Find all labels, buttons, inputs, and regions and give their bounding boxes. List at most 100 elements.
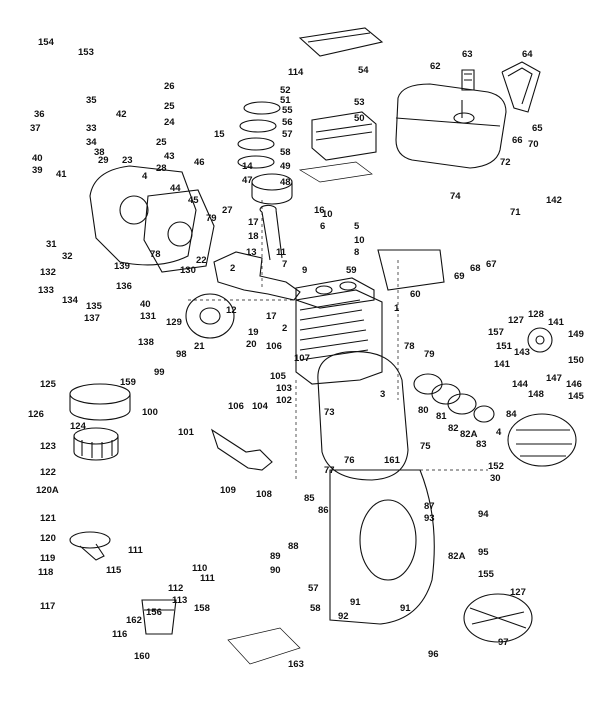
part-number-p69: 69 xyxy=(454,271,465,282)
part-number-p16: 16 xyxy=(314,205,325,216)
air-cleaner-cover-drawing xyxy=(70,384,130,420)
part-number-p130: 130 xyxy=(180,265,196,276)
part-number-p82: 82 xyxy=(448,423,459,434)
part-number-p155: 155 xyxy=(478,569,494,580)
part-number-p59: 59 xyxy=(346,265,357,276)
intake-elbow-drawing xyxy=(212,430,272,470)
part-number-p118: 118 xyxy=(38,567,54,578)
part-number-p157: 157 xyxy=(488,327,504,338)
part-number-p121: 121 xyxy=(40,513,56,524)
part-number-p36: 36 xyxy=(34,109,45,120)
part-number-p105: 105 xyxy=(270,371,286,382)
part-number-p111b: 111 xyxy=(200,573,215,584)
part-number-p122: 122 xyxy=(40,467,56,478)
part-number-p119: 119 xyxy=(40,553,56,564)
part-number-p135: 135 xyxy=(86,301,102,312)
part-number-p129: 129 xyxy=(166,317,182,328)
part-number-p120A: 120A xyxy=(36,485,59,496)
part-number-p51: 51 xyxy=(280,95,291,106)
part-number-p49: 49 xyxy=(280,161,291,172)
part-number-p17b: 17 xyxy=(266,311,277,322)
part-number-p34: 34 xyxy=(86,137,97,148)
part-number-p71: 71 xyxy=(510,207,521,218)
part-number-p156: 156 xyxy=(146,607,162,618)
part-number-p73: 73 xyxy=(324,407,335,418)
part-number-p134: 134 xyxy=(62,295,78,306)
part-number-p38: 38 xyxy=(94,147,105,158)
part-number-p2b: 2 xyxy=(282,323,288,334)
part-number-p1: 1 xyxy=(394,303,400,314)
part-number-p31: 31 xyxy=(46,239,57,250)
part-number-p87: 87 xyxy=(424,501,435,512)
part-number-p86: 86 xyxy=(318,505,329,516)
part-number-p64: 64 xyxy=(522,49,533,60)
part-number-p17a: 17 xyxy=(248,217,259,228)
part-number-p149: 149 xyxy=(568,329,584,340)
part-number-p40b: 40 xyxy=(140,299,151,310)
part-number-p68: 68 xyxy=(470,263,481,274)
part-number-p54: 54 xyxy=(358,65,369,76)
part-number-p43: 43 xyxy=(164,151,175,162)
part-number-p79: 79 xyxy=(206,213,217,224)
part-number-p21: 21 xyxy=(194,341,205,352)
part-number-p62: 62 xyxy=(430,61,441,72)
part-number-p132: 132 xyxy=(40,267,56,278)
part-number-p133: 133 xyxy=(38,285,54,296)
part-number-p97: 97 xyxy=(498,637,509,648)
part-number-p6: 6 xyxy=(320,221,326,232)
part-number-p8: 8 xyxy=(354,247,360,258)
part-number-p57: 57 xyxy=(282,129,293,140)
part-number-p29: 29 xyxy=(98,155,109,166)
part-number-p142: 142 xyxy=(546,195,562,206)
cylinder-block-drawing xyxy=(296,290,382,384)
part-number-p80: 80 xyxy=(418,405,429,416)
part-number-p141b: 141 xyxy=(494,359,510,370)
part-number-p98: 98 xyxy=(176,349,187,360)
part-number-p138: 138 xyxy=(138,337,154,348)
part-number-p110: 110 xyxy=(192,563,208,574)
part-number-p45: 45 xyxy=(188,195,199,206)
part-number-p144: 144 xyxy=(512,379,528,390)
part-number-p35: 35 xyxy=(86,95,97,106)
part-number-p77: 77 xyxy=(324,465,335,476)
fuel-bowl-drawing xyxy=(142,600,176,634)
part-number-p46: 46 xyxy=(194,157,205,168)
part-number-p20: 20 xyxy=(246,339,257,350)
part-number-p25b: 25 xyxy=(156,137,167,148)
part-number-p92: 92 xyxy=(338,611,349,622)
part-number-p109: 109 xyxy=(220,485,236,496)
bearing-plate-drawing xyxy=(144,190,214,272)
part-number-p14: 14 xyxy=(242,161,253,172)
part-number-p85: 85 xyxy=(304,493,315,504)
decal-sheet-drawing xyxy=(228,628,300,664)
part-number-p91b: 91 xyxy=(400,603,411,614)
part-number-p4a: 4 xyxy=(142,171,148,182)
part-number-p123: 123 xyxy=(40,441,56,452)
carburetor-drawing xyxy=(70,532,110,560)
part-number-p107: 107 xyxy=(294,353,310,364)
part-number-p75: 75 xyxy=(420,441,431,452)
part-number-p78a: 78 xyxy=(150,249,161,260)
part-number-p151: 151 xyxy=(496,341,512,352)
part-number-p67: 67 xyxy=(486,259,497,270)
crankcase-cover-drawing xyxy=(90,166,196,265)
part-number-p160: 160 xyxy=(134,651,150,662)
part-number-p108: 108 xyxy=(256,489,272,500)
part-number-p42: 42 xyxy=(116,109,127,120)
part-number-p33: 33 xyxy=(86,123,97,134)
assembly-lines xyxy=(188,200,488,480)
head-cover-drawing xyxy=(312,112,376,160)
part-number-p15: 15 xyxy=(214,129,225,140)
fuel-cap-drawing xyxy=(462,70,474,90)
flywheel-drawing xyxy=(186,294,234,338)
part-number-p10a: 10 xyxy=(322,209,333,220)
part-number-p52: 52 xyxy=(280,85,291,96)
part-number-p63: 63 xyxy=(462,49,473,60)
part-number-p101: 101 xyxy=(178,427,194,438)
part-number-p2: 2 xyxy=(230,263,236,274)
part-number-p82Ab: 82A xyxy=(448,551,466,562)
part-number-p141a: 141 xyxy=(548,317,564,328)
part-number-p18: 18 xyxy=(248,231,259,242)
part-number-p25a: 25 xyxy=(164,101,175,112)
part-number-p96: 96 xyxy=(428,649,439,660)
